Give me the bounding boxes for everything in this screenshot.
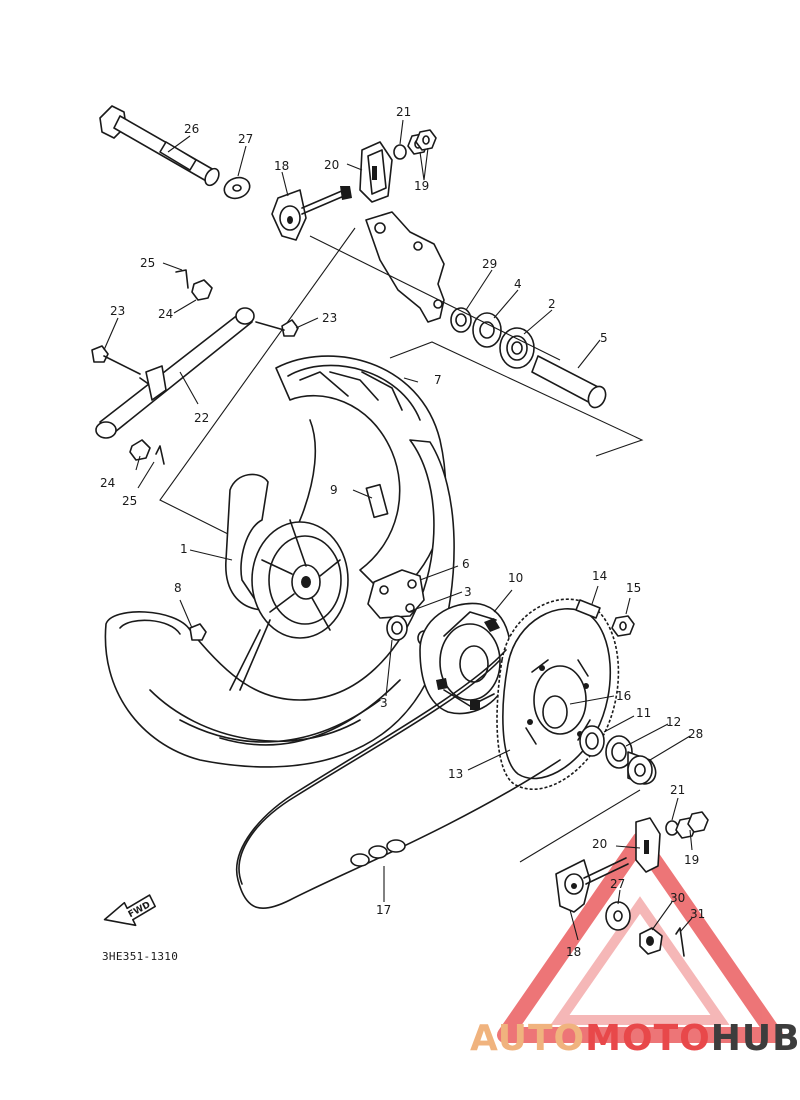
callout-23-right: 23	[322, 311, 337, 325]
callout-16: 16	[616, 689, 631, 703]
callout-19-top: 19	[414, 179, 429, 193]
watermark-auto: AUTO	[470, 1018, 585, 1059]
callout-18-top: 18	[274, 159, 289, 173]
axle-collar-and-bearings-top	[450, 307, 607, 409]
caliper-bracket	[365, 211, 445, 323]
callout-25-top: 25	[140, 256, 155, 270]
callout-7: 7	[434, 373, 442, 387]
sprocket-carrier	[419, 602, 512, 715]
axle-nut	[639, 927, 663, 955]
right-side-bearings	[579, 725, 657, 785]
rear-axle	[99, 105, 220, 187]
callout-29: 29	[482, 257, 497, 271]
callout-10: 10	[508, 571, 523, 585]
forward-arrow: FWD	[103, 894, 156, 927]
washer-top	[223, 176, 251, 200]
chain-adjuster-bottom	[555, 857, 629, 913]
callout-21-bottom: 21	[670, 783, 685, 797]
callout-3-lower: 3	[380, 696, 388, 710]
torque-rod-assembly	[91, 269, 299, 465]
nuts-bottom	[665, 811, 709, 839]
callout-11: 11	[636, 706, 651, 720]
callout-6: 6	[462, 557, 470, 571]
washer-bottom	[605, 901, 631, 931]
callout-2: 2	[548, 297, 556, 311]
callout-labels: 26 27 18 20 21 19 29 4 2 5 25 24 23 23 2…	[100, 105, 705, 959]
chain-puller-block-top	[359, 141, 393, 203]
assembly-guide-lines	[159, 227, 644, 541]
guide-line-bottom	[519, 789, 641, 863]
callout-5: 5	[600, 331, 608, 345]
callout-15: 15	[626, 581, 641, 595]
inner-stud	[365, 483, 389, 519]
watermark-logo	[497, 832, 783, 1043]
callout-23-left: 23	[110, 304, 125, 318]
callout-31: 31	[690, 907, 705, 921]
callout-8: 8	[174, 581, 182, 595]
watermark-wordmark: AUTOMOTOHUB	[470, 1018, 800, 1059]
callout-3-upper: 3	[464, 585, 472, 599]
callout-17: 17	[376, 903, 391, 917]
leader-lines	[103, 119, 693, 941]
chain-adjuster-top	[271, 186, 352, 241]
svg-text:AUTOMOTOHUB: AUTOMOTOHUB	[470, 1018, 800, 1059]
callout-22: 22	[194, 411, 209, 425]
callout-14: 14	[592, 569, 607, 583]
callout-18-bottom: 18	[566, 945, 581, 959]
tire	[104, 419, 455, 768]
drive-chain	[235, 649, 561, 909]
cotter-pin	[675, 927, 685, 957]
callout-21-top: 21	[396, 105, 411, 119]
callout-24-bottom: 24	[100, 476, 115, 490]
callout-28: 28	[688, 727, 703, 741]
drawing-code: 3HE351-1310	[102, 950, 178, 963]
callout-1: 1	[180, 542, 188, 556]
watermark-moto: MOTO	[585, 1018, 711, 1059]
chain-puller-block-bottom	[635, 817, 661, 873]
callout-26: 26	[184, 122, 199, 136]
callout-25-bottom: 25	[122, 494, 137, 508]
callout-24-top: 24	[158, 307, 173, 321]
cast-wheel	[225, 473, 349, 691]
callout-4: 4	[514, 277, 522, 291]
callout-27-top: 27	[238, 132, 253, 146]
callout-20-bottom: 20	[592, 837, 607, 851]
nuts-top	[393, 129, 437, 160]
callout-19-bottom: 19	[684, 853, 699, 867]
hub-damper-and-bearings	[367, 569, 431, 646]
master-link	[350, 839, 406, 867]
sprocket-stud-and-nut	[575, 599, 635, 637]
callout-12: 12	[666, 715, 681, 729]
valve-bolt	[189, 623, 207, 641]
callout-9: 9	[330, 483, 338, 497]
callout-30: 30	[670, 891, 685, 905]
watermark-hub: HUB	[711, 1018, 800, 1059]
callout-20-top: 20	[324, 158, 339, 172]
callout-13: 13	[448, 767, 463, 781]
callout-27-bottom: 27	[610, 877, 625, 891]
